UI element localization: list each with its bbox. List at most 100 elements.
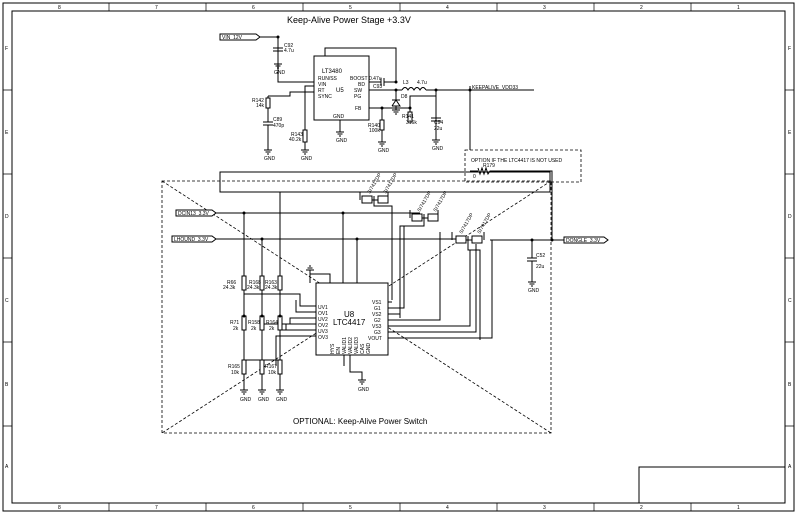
r165-resistor: [241, 359, 247, 375]
u5-ic-body[interactable]: [313, 55, 370, 121]
r167-resistor: [277, 359, 283, 375]
u8-pin-uv2: UV2: [318, 317, 328, 323]
c93-value: 0.47u: [369, 76, 382, 82]
zone-col-2-bottom: 2: [640, 505, 643, 511]
l3-inductor: [401, 87, 427, 91]
u8-ref-label: U8: [344, 310, 355, 319]
zone-col-5: 5: [349, 5, 352, 11]
dcin-net-text: DCIN13_3.3V: [178, 211, 210, 217]
r142-ref: R142: [252, 98, 264, 104]
r140-value: 100k: [369, 128, 380, 134]
r66-value: 24.3k: [223, 285, 236, 291]
r179-ref: R179: [483, 163, 495, 169]
c89-ref: C89: [273, 117, 282, 123]
c52-ref: C52: [536, 253, 545, 259]
u5-top-wire: [324, 47, 397, 82]
u8-wires: [244, 213, 493, 380]
zone-col-1-bottom: 1: [737, 505, 740, 511]
r166-resistor: [259, 359, 265, 375]
option-box: [464, 149, 582, 183]
gnd-label-r140: GND: [378, 148, 390, 154]
c92-capacitor: [273, 43, 283, 64]
dongle-net-text: DONGLE_3.3V: [566, 238, 601, 244]
r141-ref: R141: [402, 114, 414, 120]
u8-pin-cas: CAS: [360, 343, 366, 354]
u8-pin-g3: G3: [374, 330, 381, 336]
gnd-label-r167: GND: [276, 397, 288, 403]
u8-pin-gnd: GND: [366, 343, 372, 355]
r71-ref: R71: [230, 320, 239, 326]
gnd-label-c89: GND: [264, 156, 276, 162]
zone-labels: 8 7 6 5 4 3 2 1 8 7 6 5 4 3 2 1 F E D C …: [5, 5, 792, 511]
c89-capacitor: [263, 113, 273, 150]
q-f-part: SI7417DP: [477, 212, 494, 235]
gnd-symbol-c52: [528, 281, 536, 287]
mosfet-bodies: [361, 195, 483, 244]
r140-resistor: [379, 119, 385, 131]
zone-col-7-bottom: 7: [155, 505, 158, 511]
u5-left-wires: [267, 85, 314, 113]
vin-net-label[interactable]: [219, 33, 261, 41]
u8-part-label: LTC4417: [333, 318, 366, 327]
gnd-label-u5: GND: [336, 138, 348, 144]
u8-pin-ov2: OV2: [318, 323, 328, 329]
dongle-net-label[interactable]: [563, 236, 609, 244]
u8-pin-vs1: VS1: [372, 300, 382, 306]
zone-col-2: 2: [640, 5, 643, 11]
q-a-body: [361, 195, 373, 204]
u5-pin-fb: FB: [355, 106, 362, 112]
r163-ref: R163: [265, 280, 277, 286]
keepalive-net-label[interactable]: KEEPALIVE_VDD33: [472, 85, 518, 91]
gnd-symbol-u8-top: [306, 265, 314, 274]
zone-row-b: B: [5, 382, 9, 388]
zone-row-f: F: [5, 46, 8, 52]
u8-pin-valid2: VALID2: [348, 337, 354, 354]
c92-value: 4.7u: [284, 48, 294, 54]
u8-ic-body[interactable]: [315, 282, 389, 356]
c93-capacitor: [369, 78, 396, 86]
r158-resistor: [259, 315, 265, 331]
r66-ref: R66: [227, 280, 236, 286]
u8-pin-uv1: UV1: [318, 305, 328, 311]
r164-resistor: [277, 315, 283, 331]
gnd-label-c94: GND: [432, 146, 444, 152]
zone-col-4: 4: [446, 5, 449, 11]
gnd-label-r165: GND: [240, 397, 252, 403]
q-e-body: [455, 235, 467, 244]
u5-ref-label: U5: [336, 88, 344, 94]
lhound-net-label[interactable]: [171, 235, 217, 243]
zone-row-e: E: [5, 130, 9, 136]
r164-value: 2k: [269, 326, 275, 332]
zone-row-d-right: D: [788, 214, 792, 220]
r141-value: 316k: [406, 120, 417, 126]
u5-pin-runss: RUN/SS: [318, 76, 338, 82]
dcin-net-label[interactable]: [175, 209, 217, 217]
d8-diode: [391, 90, 401, 110]
gnd-symbol-c89: [264, 149, 272, 155]
u8-pin-valid1: VALID1: [342, 337, 348, 354]
gnd-symbol-d8: [392, 109, 400, 115]
gnd-symbol-r167: [276, 389, 284, 395]
zone-col-1: 1: [737, 5, 740, 11]
zone-col-6-bottom: 6: [252, 505, 255, 511]
u5-part-label: LT3480: [322, 69, 343, 75]
c89-value: 470p: [273, 123, 284, 129]
u8-pin-valid3: VALID3: [354, 337, 360, 354]
q-c-body: [411, 213, 423, 222]
zone-row-c: C: [5, 298, 9, 304]
c94-value: 22u: [434, 126, 443, 132]
q-b-body: [377, 195, 389, 204]
q-f-body: [471, 235, 483, 244]
optional-label: OPTIONAL: Keep-Alive Power Switch: [293, 417, 427, 426]
zone-row-e-right: E: [788, 130, 792, 136]
c52-capacitor: [527, 240, 537, 282]
r143-ref: R143: [291, 132, 303, 138]
zone-col-3-bottom: 3: [543, 505, 546, 511]
r168-value: 24.3k: [247, 285, 260, 291]
gnd-symbol-r166: [258, 389, 266, 395]
l3-value: 4.7u: [417, 80, 427, 86]
zone-row-a: A: [5, 464, 9, 470]
r71-value: 2k: [233, 326, 239, 332]
